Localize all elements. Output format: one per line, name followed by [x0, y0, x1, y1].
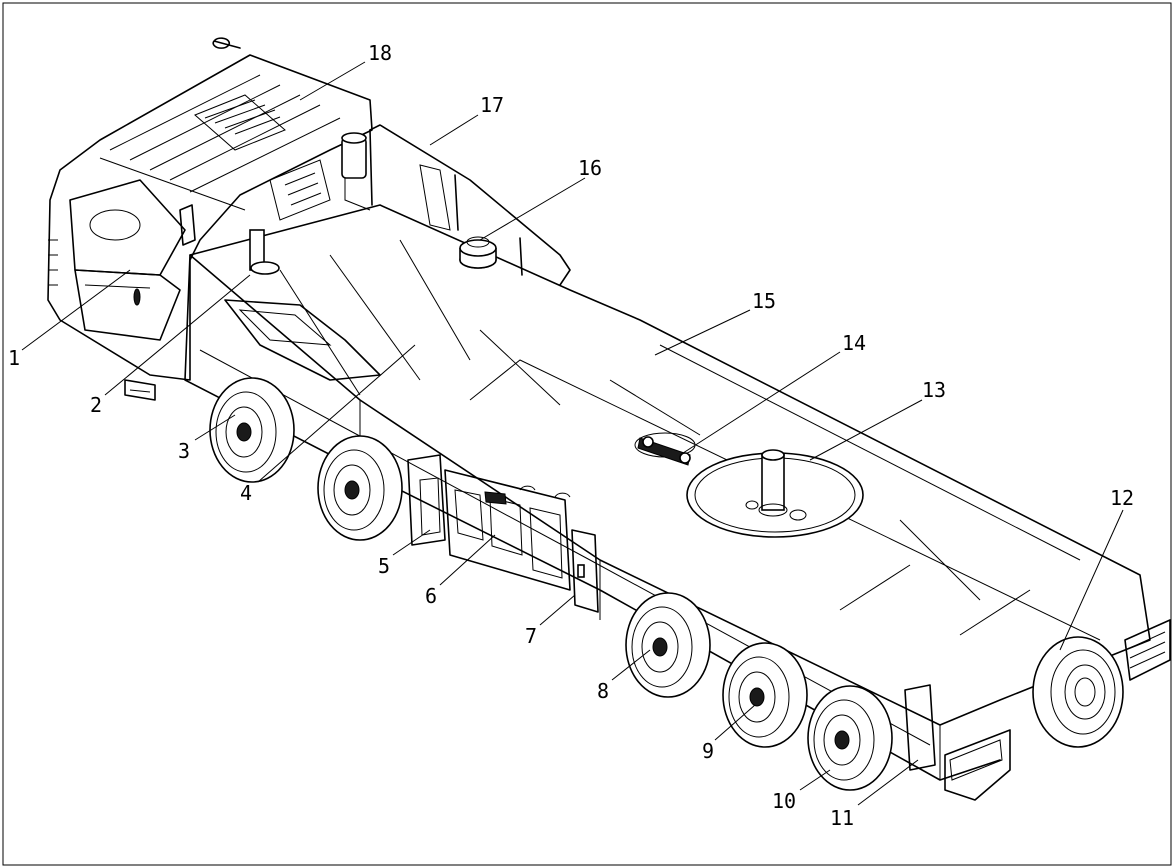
callout-8: 8 [597, 679, 609, 703]
callout-4: 4 [240, 481, 252, 505]
callout-1: 1 [8, 346, 20, 370]
callout-labels: 1 2 3 4 5 6 7 8 9 10 11 12 13 14 15 16 1… [8, 41, 1134, 830]
callout-5: 5 [378, 554, 390, 578]
callout-17: 17 [480, 93, 504, 117]
callout-2: 2 [90, 393, 102, 417]
callout-18: 18 [368, 41, 392, 65]
callout-6: 6 [425, 584, 437, 608]
callout-10: 10 [772, 789, 796, 813]
cab [47, 37, 373, 401]
callout-3: 3 [178, 439, 190, 463]
rear-deck-enclosure [344, 124, 571, 286]
callout-15: 15 [752, 289, 776, 313]
wheel-8 [625, 592, 711, 698]
coupling-14 [634, 432, 696, 466]
rear-light-assembly [904, 619, 1171, 801]
storage-compartment [407, 454, 599, 613]
callout-9: 9 [702, 739, 714, 763]
wheel-3 [209, 377, 295, 483]
slewing-ring-13 [686, 449, 864, 538]
wheel-4 [317, 435, 403, 541]
side-window-panel-4 [224, 299, 381, 381]
callout-11: 11 [830, 806, 854, 830]
leader-lines [21, 61, 1124, 806]
wheel-10 [807, 685, 893, 791]
callout-12: 12 [1110, 486, 1134, 510]
filler-cap-16 [459, 236, 497, 269]
callout-16: 16 [578, 156, 602, 180]
callout-13: 13 [922, 378, 946, 402]
callout-14: 14 [842, 331, 866, 355]
wheel-12 [1032, 636, 1124, 748]
callout-7: 7 [525, 624, 537, 648]
wheel-9 [722, 642, 808, 748]
